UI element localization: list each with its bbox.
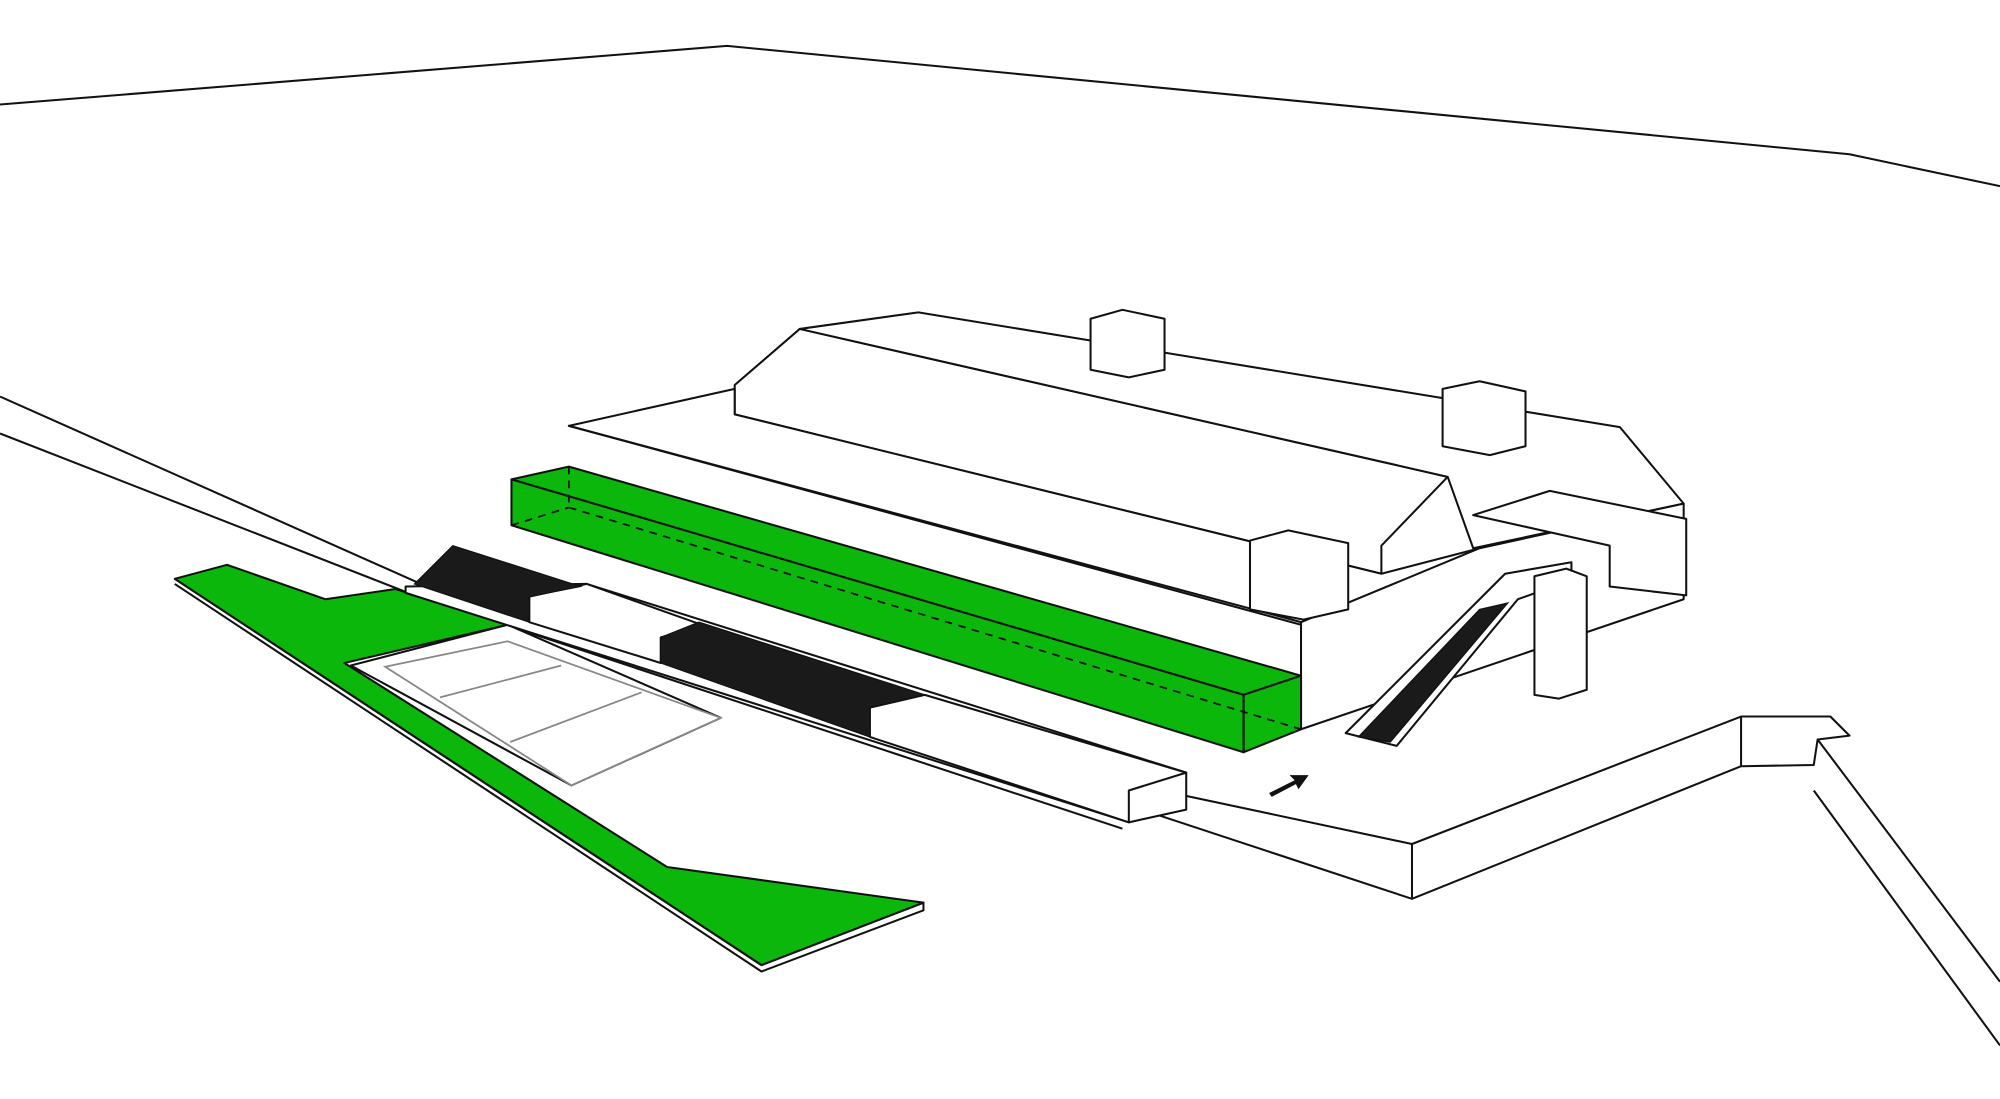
pool-grid-line [439,664,562,699]
roof-box [1248,529,1350,621]
road-edge-upper [0,395,422,585]
chimney-box [1441,380,1527,457]
facade-dashed-line [511,506,570,527]
site-boundary [0,44,2000,188]
seating-steps [660,621,928,738]
side-annex [1472,489,1688,597]
retaining-wall [1812,789,2000,1047]
chimney-box [1089,308,1166,379]
arrow-icon [1269,775,1309,797]
tower [1533,567,1588,700]
escalator-steps [1357,602,1510,743]
retaining-wall [1816,738,2000,983]
lawn-edge [174,577,925,973]
pool-grid [382,640,724,787]
seating-steps [413,544,583,624]
pool-grid-line [509,691,642,743]
facade-dashed-line [568,506,1302,731]
